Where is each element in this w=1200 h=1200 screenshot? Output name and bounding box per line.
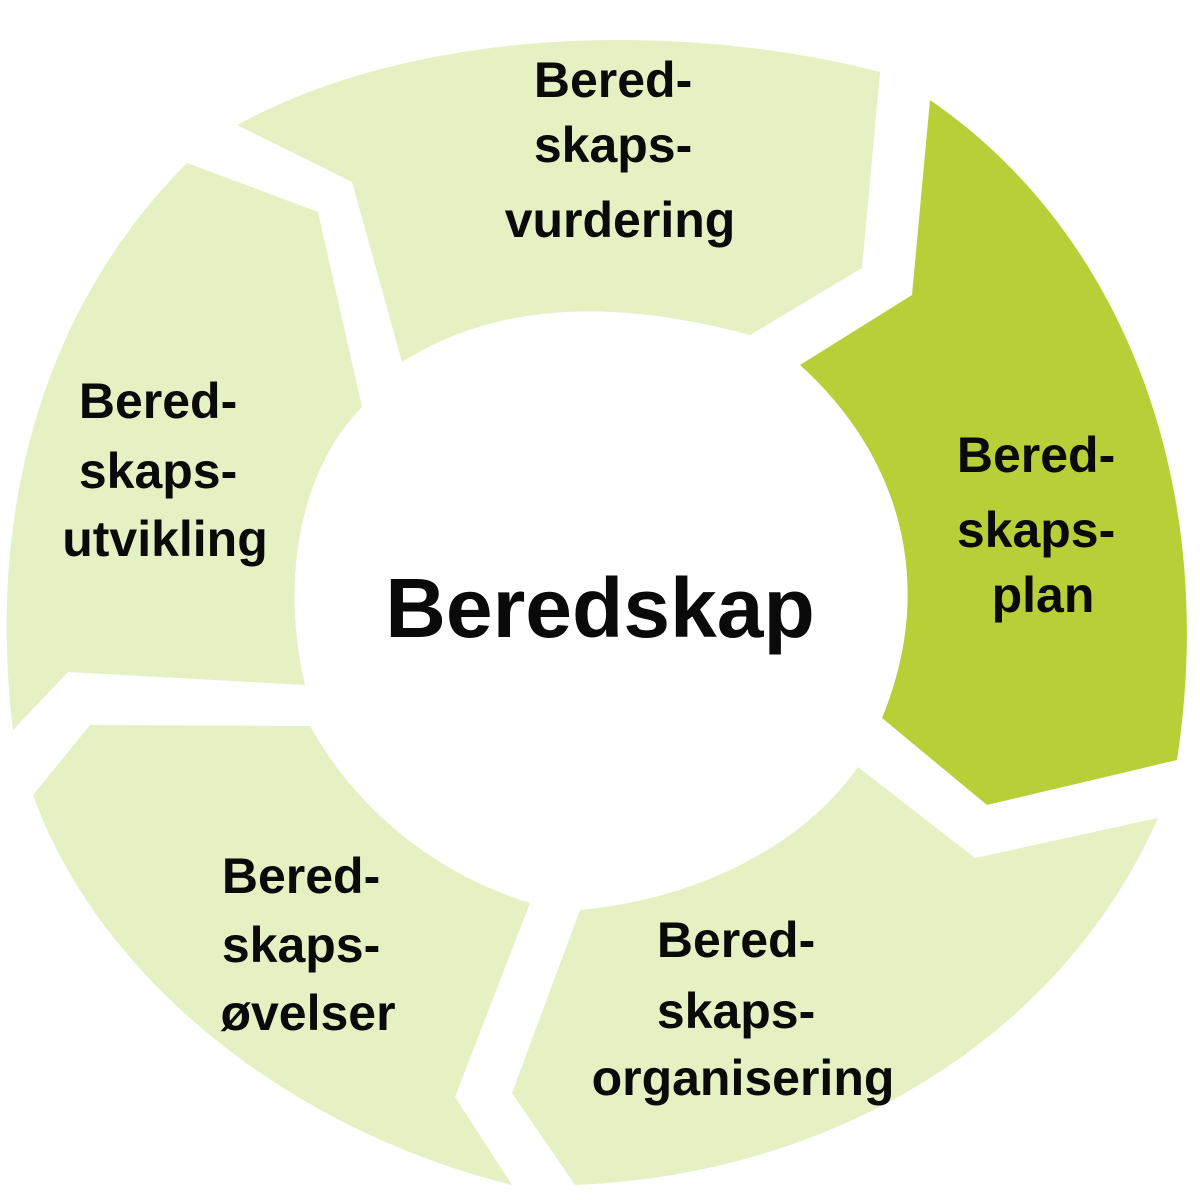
center-label: Beredskap [385, 561, 815, 655]
segment-label: Bered- skaps- vurdering [505, 52, 736, 248]
segment-ovelser[interactable]: Bered- skaps- øvelser [33, 725, 530, 1185]
segment-plan[interactable]: Bered- skaps- plan [800, 100, 1187, 805]
segment-shape [33, 725, 530, 1185]
segment-organisering[interactable]: Bered- skaps- organisering [512, 767, 1158, 1185]
segment-shape [512, 767, 1158, 1185]
segment-shape [237, 40, 880, 362]
segment-label: Bered- skaps- organisering [592, 912, 895, 1106]
segment-label: Bered- skaps- utvikling [62, 373, 268, 567]
segment-vurdering[interactable]: Bered- skaps- vurdering [237, 40, 880, 362]
segment-label: Bered- skaps- øvelser [220, 848, 395, 1041]
segment-shape [6, 163, 363, 730]
segment-label: Bered- skaps- plan [957, 427, 1129, 623]
segment-utvikling[interactable]: Bered- skaps- utvikling [6, 163, 363, 730]
segment-shape [800, 100, 1187, 805]
